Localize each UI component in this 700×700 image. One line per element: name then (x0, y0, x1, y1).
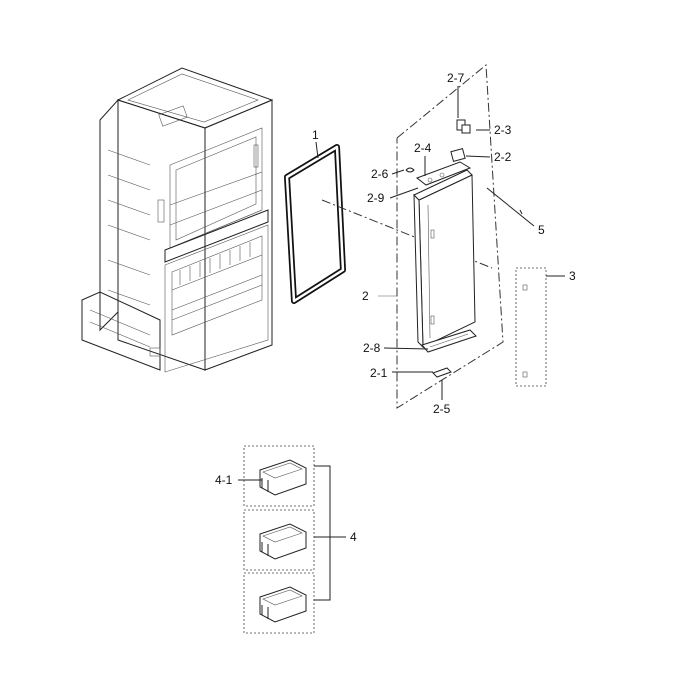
callout-2-4: 2-4 (414, 141, 432, 155)
door-gasket (284, 144, 346, 304)
callout-4-1: 4-1 (215, 473, 233, 487)
door-leaders (378, 86, 535, 400)
refrigerator-cabinet (81, 67, 274, 373)
part-3-boundary (515, 267, 547, 387)
door-bin-3 (259, 586, 307, 623)
callout-3: 3 (569, 269, 576, 283)
top-hinge-assembly (415, 119, 472, 186)
leader-1 (315, 141, 319, 159)
callout-2-2: 2-2 (494, 150, 512, 164)
callout-2-5: 2-5 (433, 402, 451, 416)
part-3-slot-top (522, 284, 528, 291)
callout-2-8: 2-8 (363, 341, 381, 355)
door-bin-2 (259, 523, 307, 560)
callout-2: 2 (362, 289, 369, 303)
callout-4: 4 (350, 530, 357, 544)
door-assembly-boundary (396, 63, 504, 409)
part-2-6-icon (405, 167, 415, 173)
bin-bracket (314, 465, 331, 601)
part-3-slot-bottom (522, 371, 528, 378)
callout-2-9: 2-9 (367, 191, 385, 205)
callout-5: 5 (538, 223, 545, 237)
callout-2-7: 2-7 (447, 71, 465, 85)
alignment-line (321, 199, 493, 269)
callout-2-6: 2-6 (371, 167, 389, 181)
bin-3-boundary (243, 572, 315, 634)
door-bin-1 (259, 459, 307, 496)
door-bin-group (238, 445, 346, 634)
callout-1: 1 (312, 128, 319, 142)
refrigerator-door (413, 169, 476, 349)
bottom-door-cap (421, 329, 477, 378)
bin-2-boundary (243, 509, 315, 571)
callout-2-1: 2-1 (370, 366, 388, 380)
callout-2-3: 2-3 (494, 123, 512, 137)
bin-1-boundary (243, 445, 315, 507)
